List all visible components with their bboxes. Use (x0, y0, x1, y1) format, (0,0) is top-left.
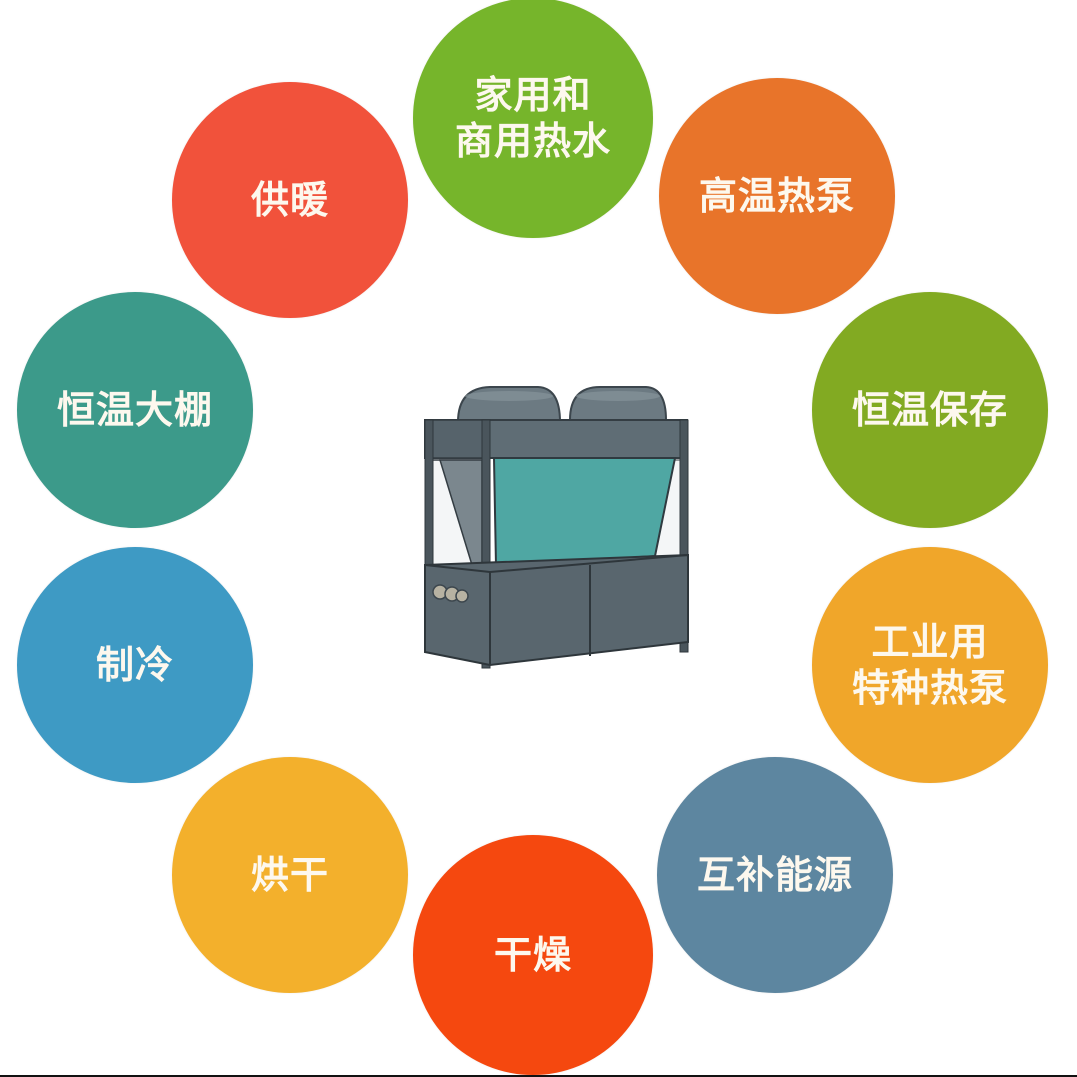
heat-pump-unit-icon (424, 386, 689, 669)
bubble-drying: 干燥 (413, 835, 653, 1075)
bubble-label: 恒温大棚 (56, 388, 213, 432)
bubble-refrigeration: 制冷 (17, 547, 253, 783)
bubble-label: 制冷 (95, 643, 174, 687)
bubble-hot-water: 家用和 商用热水 (413, 0, 653, 238)
bubble-baking-dry: 烘干 (172, 757, 408, 993)
bubble-label: 工业用 特种热泵 (851, 620, 1008, 710)
bubble-heating: 供暖 (172, 82, 408, 318)
heat-pump-unit-illustration (410, 360, 695, 670)
bubble-label: 干燥 (493, 933, 572, 977)
bubble-constant-temp-storage: 恒温保存 (812, 292, 1048, 528)
bottom-border (0, 1075, 1077, 1077)
bubble-greenhouse: 恒温大棚 (17, 292, 253, 528)
bubble-label: 供暖 (250, 178, 329, 222)
bubble-label: 家用和 商用热水 (454, 73, 611, 163)
bubble-complementary-energy: 互补能源 (657, 757, 893, 993)
bubble-label: 高温热泵 (698, 174, 855, 218)
bubble-label: 恒温保存 (851, 388, 1008, 432)
bubble-label: 互补能源 (696, 853, 853, 897)
bubble-industrial-special-heat-pump: 工业用 特种热泵 (812, 547, 1048, 783)
bubble-label: 烘干 (250, 853, 329, 897)
bubble-high-temp-heat-pump: 高温热泵 (659, 78, 895, 314)
